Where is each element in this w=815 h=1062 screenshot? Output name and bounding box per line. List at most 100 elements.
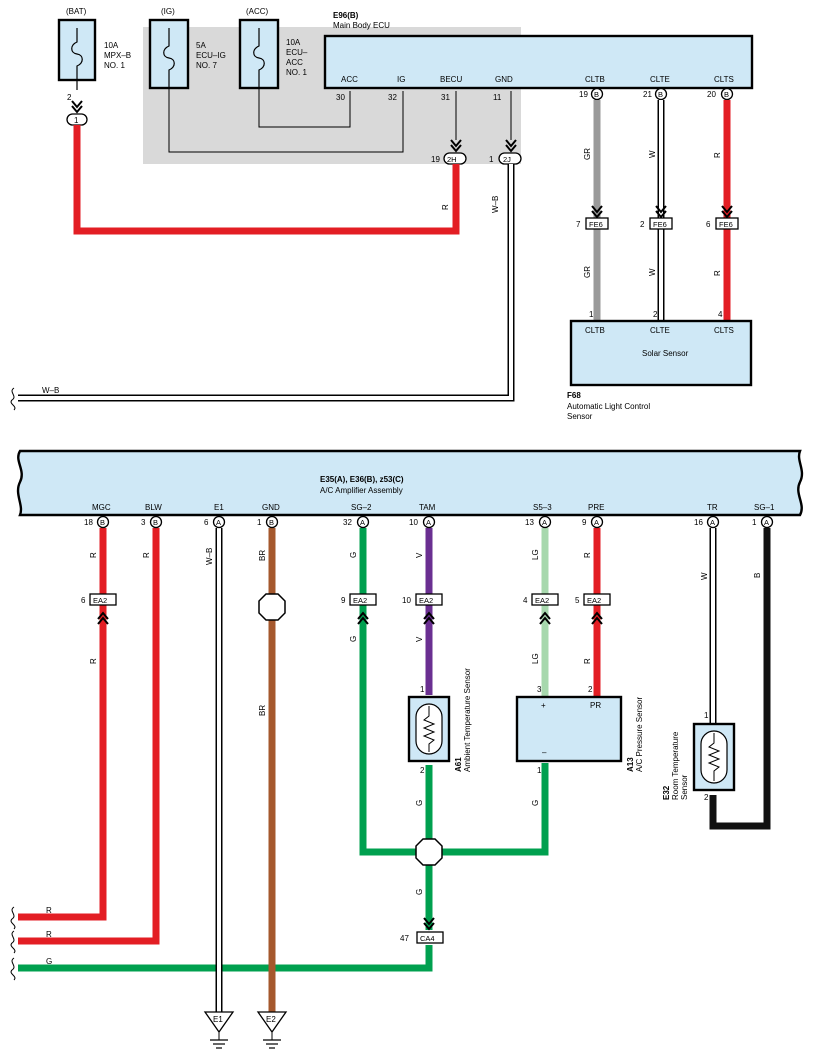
svg-text:6: 6 [81, 596, 86, 605]
ambient-sensor-code: A61 [454, 757, 463, 772]
wire-label-gr-2: GR [583, 266, 592, 278]
svg-text:4: 4 [523, 596, 528, 605]
solar-sensor-box [569, 319, 753, 387]
svg-text:A: A [594, 518, 599, 527]
solar-pin-cltb: 1 [589, 310, 594, 319]
pressure-sensor-code: A13 [626, 757, 635, 772]
svg-text:B: B [269, 518, 274, 527]
svg-text:13: 13 [525, 518, 534, 527]
fuse-acc-symbol [253, 28, 265, 88]
svg-text:FE6: FE6 [589, 220, 603, 229]
room-sensor-code: E32 [662, 785, 671, 800]
wire-break-blw [10, 930, 16, 954]
wire-label-r-left-1: R [46, 906, 52, 915]
solar-term-clts: CLTS [714, 326, 734, 335]
svg-text:3: 3 [141, 518, 146, 527]
ambient-sensor-name: Ambient Temperature Sensor [463, 668, 472, 772]
svg-text:A: A [360, 518, 365, 527]
solar-term-cltb: CLTB [585, 326, 605, 335]
svg-text:E2: E2 [266, 1015, 276, 1024]
svg-text:A: A [764, 518, 769, 527]
fuse-acc-tag: (ACC) [246, 7, 269, 16]
svg-text:E1: E1 [213, 1015, 223, 1024]
main-ecu-term-clts: CLTS [714, 75, 734, 84]
wire-break-mgc [10, 906, 16, 930]
amp-term-s53: S5–3 [533, 503, 552, 512]
pressure-term-plus: + [541, 701, 546, 710]
amp-pin-sg1: 1 A [752, 515, 774, 529]
fe6-clts: FE6 6 [706, 205, 739, 230]
main-ecu-term-acc: ACC [341, 75, 358, 84]
fuse-acc-name2: ACC [286, 58, 303, 67]
pressure-term-pr: PR [590, 701, 601, 710]
ea2-mgc: 6 EA2 [81, 593, 117, 625]
arrow-2h [450, 139, 462, 153]
wire-label-g-press: G [531, 800, 540, 806]
wire-label-br-2: BR [258, 705, 267, 716]
splice-gnd [258, 593, 286, 621]
room-pin-top: 1 [704, 711, 709, 720]
main-ecu-pin-becu: 31 [441, 93, 450, 102]
main-ecu-pin-clts: 20 [707, 90, 716, 99]
svg-text:10: 10 [409, 518, 418, 527]
fuse-acc-name1: ECU– [286, 48, 308, 57]
pressure-sensor-box [515, 695, 623, 763]
fuse-bat-name2: NO. 1 [104, 61, 125, 70]
wire-wb-top-inner [18, 164, 513, 400]
wire-label-wb-left: W–B [42, 386, 59, 395]
main-ecu-pin-cltb: 19 [579, 90, 588, 99]
main-ecu-conn-clte-label: B [658, 90, 663, 99]
junction-2j-pin: 1 [489, 155, 494, 164]
ground-e1: E1 [203, 1011, 235, 1049]
amp-pin-blw: 3 B [141, 515, 163, 529]
main-ecu-pin-ig: 32 [388, 93, 397, 102]
room-sensor-name1: Room Temperature [671, 731, 680, 800]
fuse-ig-rating: 5A [196, 41, 206, 50]
ambient-pin-bottom: 2 [420, 766, 425, 775]
svg-text:2: 2 [640, 220, 645, 229]
amp-term-tr: TR [707, 503, 718, 512]
svg-text:6: 6 [204, 518, 209, 527]
wire-label-g-sg2-2: G [349, 636, 358, 642]
svg-text:FE6: FE6 [719, 220, 733, 229]
svg-text:10: 10 [402, 596, 411, 605]
main-ecu-conn-cltb [590, 87, 604, 101]
main-ecu-term-gnd: GND [495, 75, 513, 84]
svg-text:18: 18 [84, 518, 93, 527]
amplifier-name: A/C Amplifier Assembly [320, 486, 403, 495]
svg-text:9: 9 [582, 518, 587, 527]
main-ecu-name: Main Body ECU [333, 21, 390, 30]
svg-text:9: 9 [341, 596, 346, 605]
fuse-bat-name1: MPX–B [104, 51, 131, 60]
svg-text:CA4: CA4 [420, 934, 435, 943]
solar-pin-clte: 2 [653, 310, 658, 319]
amp-term-gnd: GND [262, 503, 280, 512]
wire-label-b-sg1: B [753, 573, 762, 578]
amp-term-sg2: SG–2 [351, 503, 372, 512]
wire-label-w-2: W [648, 268, 657, 276]
svg-text:1: 1 [257, 518, 262, 527]
wire-break-g [10, 957, 16, 981]
amp-term-sg1: SG–1 [754, 503, 775, 512]
amp-term-tam: TAM [419, 503, 436, 512]
solar-sensor-desc2: Sensor [567, 412, 593, 421]
ca4-connector: 47 CA4 [400, 917, 444, 944]
amp-pin-s53: 13 A [525, 515, 552, 529]
svg-text:A: A [542, 518, 547, 527]
solar-sensor-code: F68 [567, 391, 581, 400]
wire-label-r-mgc-1: R [89, 552, 98, 558]
wire-mgc-red [18, 528, 107, 921]
wire-label-lg-2: LG [531, 653, 540, 664]
pressure-term-minus: – [542, 748, 547, 757]
wire-sg1-black [709, 528, 771, 830]
svg-text:16: 16 [694, 518, 703, 527]
fuse-acc-name3: NO. 1 [286, 68, 307, 77]
amp-pin-pre: 9 A [582, 515, 604, 529]
wire-pressure-green [429, 763, 549, 856]
svg-text:32: 32 [343, 518, 352, 527]
wire-label-wb-top: W–B [491, 196, 500, 213]
wire-label-v-2: V [415, 636, 424, 642]
svg-text:EA2: EA2 [93, 596, 107, 605]
thermistor-ambient-icon [415, 703, 443, 755]
svg-text:A: A [216, 518, 221, 527]
